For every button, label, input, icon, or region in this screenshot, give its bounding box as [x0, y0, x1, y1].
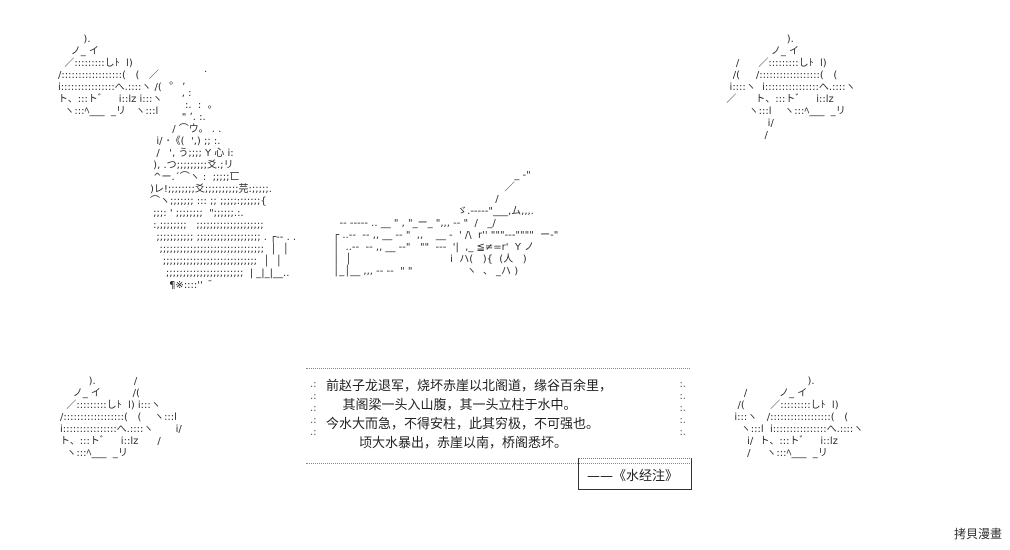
source-citation: ——《水经注》 — [587, 469, 679, 484]
right-character-ascii-art: ). ノ_ イ / ／:::::::::しﾄ l) /( /::::::::::… — [726, 34, 856, 141]
center-scene-ascii-art: . 。 , , : :. : 。 " ʼ. :. / ⌒ウ。 . . i/ ･《… — [150, 64, 297, 291]
quote-line: 其阁梁一头入山腹，其一头立柱于水中。 — [326, 398, 577, 413]
quote-line: 今水大而急，不得安柱，此其穷极，不可强也。 — [326, 417, 600, 432]
quote-box-left-border: .: .: .: .: .: — [310, 379, 317, 438]
source-citation-box: ——《水经注》 — [578, 458, 692, 490]
plank-bridge-ascii-art: _ -" ／ / ゞ.-----"___,ム,,,. -- ----- .. _… — [333, 170, 559, 277]
bottom-right-character-ascii-art: ). / ノ_ イ /( ／:::::::::しﾄ l) i:::ヽ /::::… — [734, 376, 864, 459]
left-character-ascii-art: ). ノ_ イ ／:::::::::しﾄ l) /:::::::::::::::… — [58, 34, 163, 117]
quote-box-right-border: :. :. :. :. :. — [679, 379, 686, 438]
bottom-left-character-ascii-art: ). / ノ_ イ /( ／:::::::::しﾄ l) i:::ヽ /::::… — [60, 376, 182, 459]
watermark: 拷貝漫畫 — [953, 527, 1002, 541]
quote-text: 前赵子龙退军，烧坏赤崖以北阁道，缘谷百余里， 其阁梁一头入山腹，其一头立柱于水中… — [326, 377, 612, 453]
quote-line: 前赵子龙退军，烧坏赤崖以北阁道，缘谷百余里， — [326, 379, 613, 394]
quote-box: .: .: .: .: .: :. :. :. :. :. 前赵子龙退军，烧坏赤… — [306, 368, 690, 464]
quote-line: 顷大水暴出，赤崖以南，桥阁悉坏。 — [326, 436, 568, 451]
